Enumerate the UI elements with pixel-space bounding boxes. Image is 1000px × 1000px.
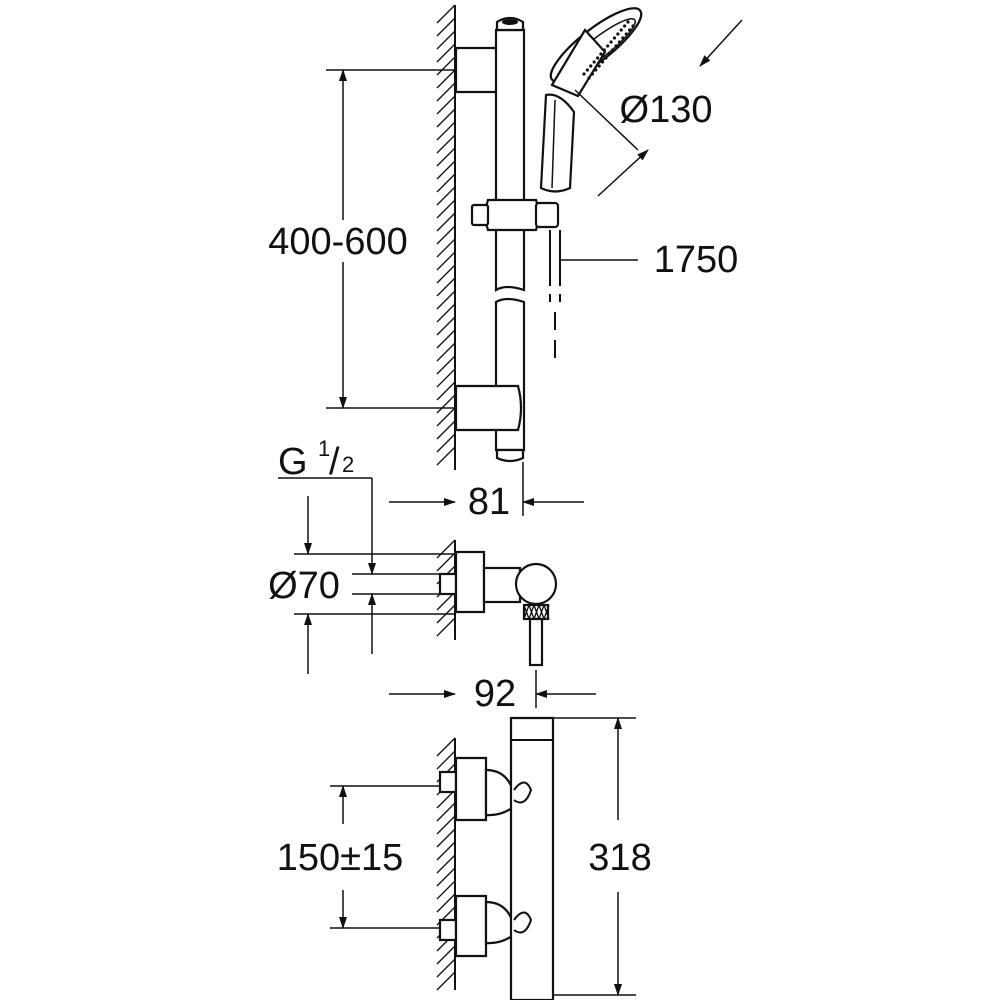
dimension-rail-spacing: 400-600 [268, 69, 455, 409]
dimension-thread: G 1 / 2 [278, 436, 440, 654]
dimension-rail-depth: 81 [389, 462, 584, 523]
rail-depth-label: 81 [468, 481, 510, 523]
dimension-hose-length: 1750 [560, 239, 738, 281]
hand-shower [539, 7, 643, 358]
dimension-head-diameter: Ø130 [574, 19, 743, 197]
dimension-mixer-height: 318 [553, 717, 652, 996]
inlet-spacing-label: 150±15 [277, 837, 404, 879]
projection-label: 92 [474, 673, 516, 715]
dimension-projection: 92 [389, 670, 596, 715]
dimension-inlet-spacing: 150±15 [277, 785, 440, 929]
wall-top [436, 4, 456, 470]
mixer-height-label: 318 [588, 837, 651, 879]
outlet-elbow [438, 550, 558, 667]
thermostat-mixer [438, 716, 555, 1000]
head-diameter-label: Ø130 [620, 89, 713, 131]
hose-length-label: 1750 [654, 239, 739, 281]
dimension-escutcheon: Ø70 [268, 496, 455, 674]
thread-label: G 1 / 2 [278, 436, 354, 483]
shower-rail [454, 16, 560, 463]
rail-spacing-label: 400-600 [268, 221, 407, 263]
escutcheon-label: Ø70 [268, 565, 340, 607]
